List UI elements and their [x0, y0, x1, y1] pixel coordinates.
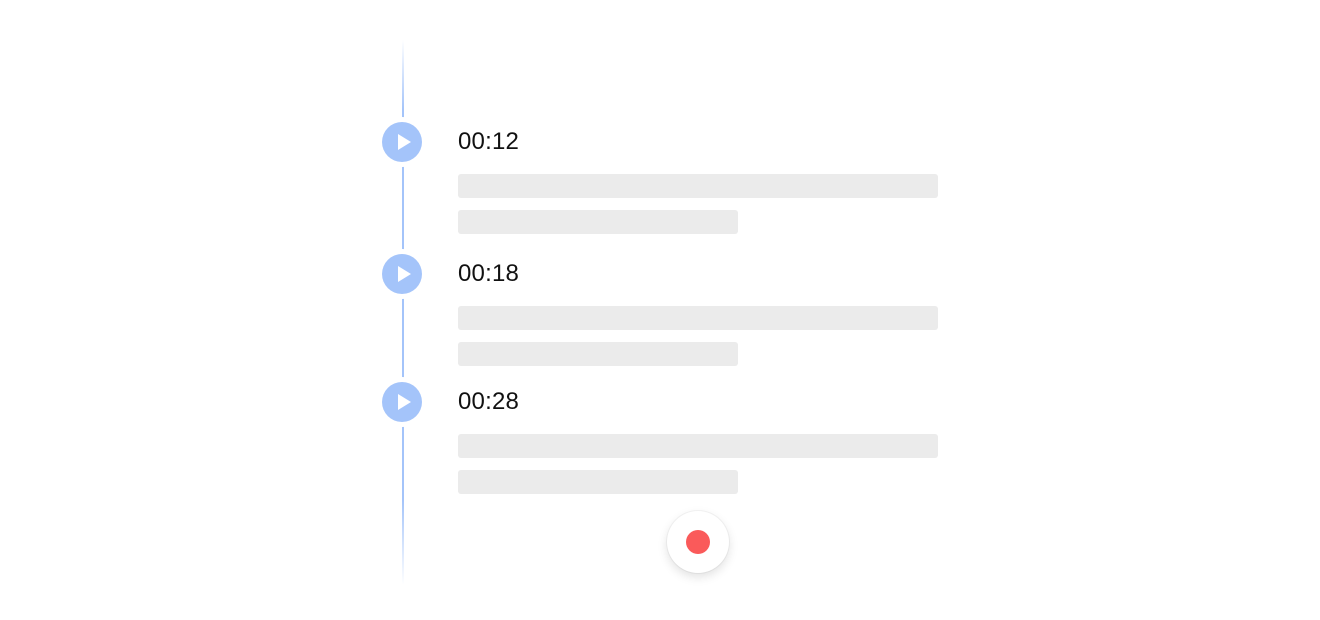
- timeline-entry: 00:18: [0, 254, 1320, 374]
- record-icon: [686, 530, 710, 554]
- timeline-entry: 00:12: [0, 122, 1320, 242]
- timeline-entry: 00:28: [0, 382, 1320, 502]
- text-placeholder-line: [458, 434, 938, 458]
- play-icon: [398, 394, 411, 410]
- play-icon: [398, 266, 411, 282]
- timestamp: 00:28: [458, 388, 520, 415]
- text-placeholder-line: [458, 210, 738, 234]
- record-button[interactable]: [667, 511, 729, 573]
- play-button[interactable]: [382, 382, 422, 422]
- timestamp: 00:12: [458, 128, 520, 155]
- text-placeholder-line: [458, 306, 938, 330]
- play-button[interactable]: [382, 122, 422, 162]
- play-icon: [398, 134, 411, 150]
- play-button[interactable]: [382, 254, 422, 294]
- text-placeholder-line: [458, 342, 738, 366]
- timestamp: 00:18: [458, 260, 520, 287]
- text-placeholder-line: [458, 470, 738, 494]
- text-placeholder-line: [458, 174, 938, 198]
- timeline-line: [402, 40, 404, 585]
